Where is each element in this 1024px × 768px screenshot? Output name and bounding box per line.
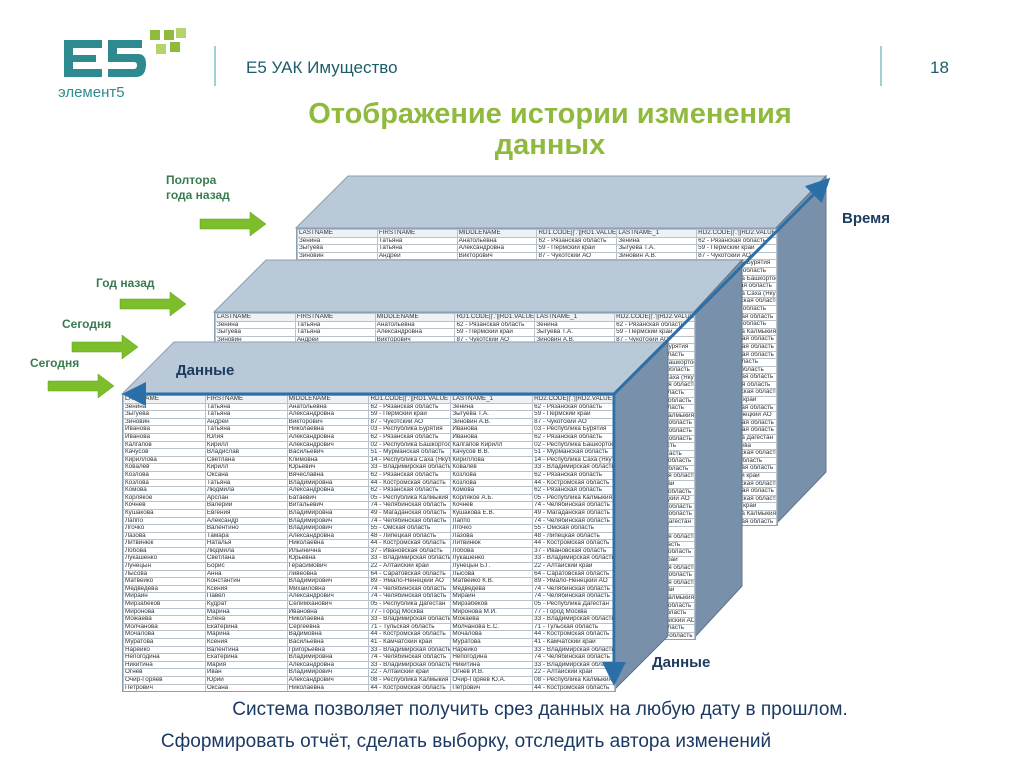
time-axis-arrow xyxy=(612,177,831,396)
timeline-label-4-line1: Сегодня xyxy=(30,356,80,370)
timeline-arrow-2 xyxy=(118,290,188,318)
footer-line-2: Сформировать отчёт, сделать выборку, отс… xyxy=(160,731,772,752)
data-top-label: Данные xyxy=(176,362,235,379)
timeline-label-3-line1: Сегодня xyxy=(62,317,112,331)
header-divider-left xyxy=(214,46,216,86)
page-number: 18 xyxy=(930,58,949,77)
logo-text: элемент5 xyxy=(58,84,125,101)
footer-line-1: Система позволяет получить срез данных н… xyxy=(232,699,848,720)
slide-title-line2: данных xyxy=(494,129,606,161)
right-arrow-icon xyxy=(71,334,139,360)
timeline-label-2-line1: Год назад xyxy=(96,276,155,290)
timeline-label-3: Сегодня xyxy=(62,317,111,332)
slide-title: Отображение истории изменения данных xyxy=(150,99,950,161)
data-bottom-label: Данные xyxy=(652,654,711,671)
right-arrow-icon xyxy=(199,211,267,237)
timeline-label-2: Год назад xyxy=(96,276,155,291)
header-divider-right xyxy=(880,46,882,86)
e5-logo-icon xyxy=(64,28,186,77)
timeline-label-1-line1: Полтора xyxy=(166,173,217,187)
timeline-label-1-line2: года назад xyxy=(166,188,230,202)
timeline-arrow-4 xyxy=(46,372,116,400)
back-layer-faces xyxy=(294,174,828,526)
timeline-arrow-1 xyxy=(198,210,268,238)
timeline-label-4: Сегодня xyxy=(30,356,79,371)
timeline-label-1: Полтора года назад xyxy=(166,173,230,203)
logo: элемент5 xyxy=(58,28,188,108)
right-arrow-icon xyxy=(119,291,187,317)
slide-title-line1: Отображение истории изменения xyxy=(308,98,792,130)
front-layer-faces xyxy=(120,340,670,692)
timeline-arrow-3 xyxy=(70,333,140,361)
time-axis-label: Время xyxy=(842,210,890,227)
app-title: E5 УАК Имущество xyxy=(246,58,398,77)
table-cell: 44 - Костромская область xyxy=(532,683,615,691)
middle-layer-faces xyxy=(212,258,744,640)
right-arrow-icon xyxy=(47,373,115,399)
